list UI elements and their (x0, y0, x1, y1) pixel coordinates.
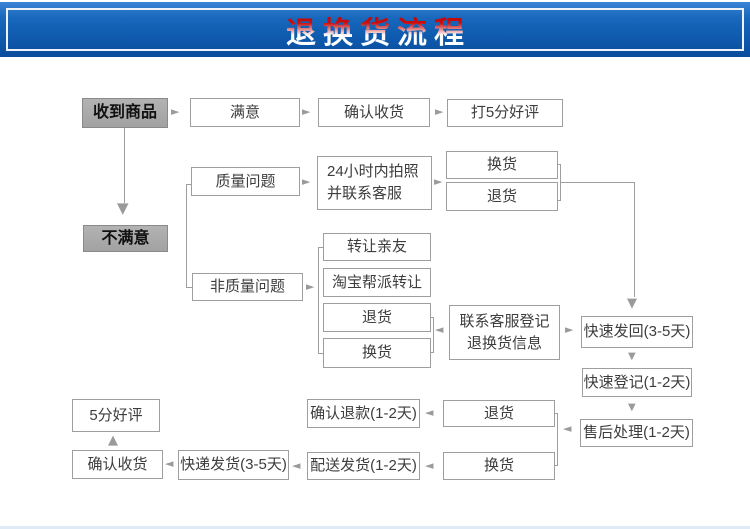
connector-line (186, 184, 187, 288)
flow-node-exchange-final: 换货 (443, 452, 555, 480)
connector-line (557, 413, 558, 466)
flow-node-five-star-final: 5分好评 (72, 399, 160, 432)
arrow-right-icon: ► (302, 175, 311, 188)
flow-node-non-quality-issue: 非质量问题 (192, 273, 303, 301)
flow-node-aftersales-processing: 售后处理(1-2天) (580, 419, 693, 447)
flow-node-confirm-receipt-final: 确认收货 (72, 450, 163, 479)
flow-node-five-star-review: 打5分好评 (447, 99, 563, 127)
header-banner: 退换货流程 (0, 2, 750, 57)
flow-node-received-goods: 收到商品 (82, 98, 168, 128)
arrow-right-icon: ► (565, 323, 574, 336)
connector-line (124, 128, 125, 203)
flow-node-return-final: 退货 (443, 400, 555, 427)
flow-node-quality-issue: 质量问题 (191, 167, 300, 196)
flow-node-delivery-dispatch: 配送发货(1-2天) (307, 452, 420, 480)
flow-node-contact-service-register: 联系客服登记 退换货信息 (449, 305, 560, 360)
connector-line (558, 200, 561, 201)
arrow-right-icon: ► (306, 280, 315, 293)
connector-line (186, 287, 193, 288)
connector-line (433, 317, 434, 353)
flow-node-return-quality: 退货 (446, 182, 558, 211)
flow-node-confirm-refund: 确认退款(1-2天) (307, 399, 420, 428)
connector-line (318, 353, 324, 354)
arrow-up-icon: ▲ (108, 433, 118, 448)
arrow-right-icon: ► (435, 105, 444, 118)
flow-node-transfer-friends: 转让亲友 (323, 233, 431, 261)
arrow-down-icon: ▼ (627, 296, 637, 311)
flow-node-fast-register: 快速登记(1-2天) (582, 368, 692, 397)
page-title: 退换货流程 (279, 8, 471, 52)
flow-node-exchange-option: 换货 (323, 338, 431, 368)
arrow-right-icon: ► (171, 105, 180, 118)
flow-node-express-shipping: 快递发货(3-5天) (178, 450, 289, 480)
section-divider (0, 526, 750, 529)
arrow-left-icon: ◄ (165, 457, 174, 470)
arrow-left-icon: ◄ (292, 459, 301, 472)
arrow-down-icon: ▼ (117, 199, 129, 217)
flow-node-exchange-quality: 换货 (446, 151, 558, 179)
connector-line (431, 317, 434, 318)
flow-node-taobao-transfer: 淘宝帮派转让 (323, 268, 431, 297)
arrow-left-icon: ◄ (435, 323, 444, 336)
connector-line (555, 465, 558, 466)
flow-node-fast-sendback: 快速发回(3-5天) (581, 316, 693, 348)
flow-node-satisfied: 满意 (190, 98, 300, 127)
flow-node-photo-contact-service: 24小时内拍照 并联系客服 (317, 156, 432, 210)
connector-line (318, 247, 324, 248)
connector-line (318, 247, 319, 354)
flow-node-unsatisfied: 不满意 (83, 225, 168, 252)
flow-node-confirm-receipt: 确认收货 (318, 98, 430, 127)
connector-line (558, 164, 561, 165)
connector-line (634, 182, 635, 297)
arrow-left-icon: ◄ (425, 459, 434, 472)
arrow-right-icon: ► (434, 175, 443, 188)
arrow-down-icon: ▼ (628, 351, 636, 362)
arrow-down-icon: ▼ (628, 402, 636, 413)
arrow-right-icon: ► (302, 105, 311, 118)
arrow-left-icon: ◄ (425, 406, 434, 419)
connector-line (560, 182, 635, 183)
arrow-left-icon: ◄ (563, 422, 572, 435)
connector-line (555, 413, 558, 414)
connector-line (431, 352, 434, 353)
flow-node-return-option: 退货 (323, 303, 431, 332)
connector-line (186, 184, 192, 185)
